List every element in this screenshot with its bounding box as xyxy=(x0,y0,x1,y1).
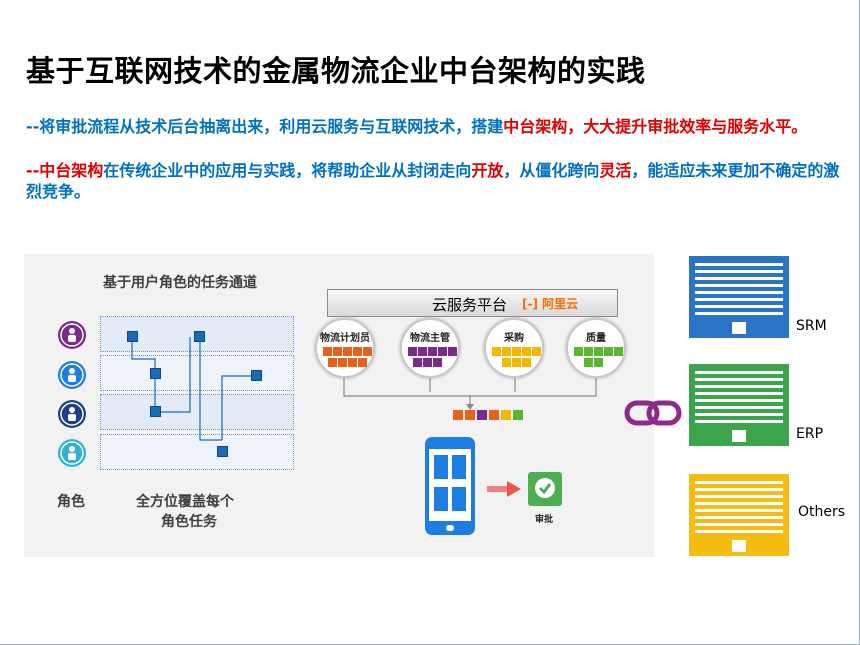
task-lane xyxy=(100,434,294,470)
approval-check-icon xyxy=(528,472,562,506)
department-label: 采购 xyxy=(504,333,524,344)
converge-arrows xyxy=(343,378,597,410)
department-quality: 质量 xyxy=(566,318,626,378)
user-icon xyxy=(58,439,86,467)
paragraph-1-highlight: 中台架构，大大提升审批效率与服务水平。 xyxy=(503,117,808,136)
paragraph-2: --中台架构在传统企业中的应用与实践，将帮助企业从封闭走向开放，从僵化跨向灵活，… xyxy=(26,160,846,202)
task-node xyxy=(150,406,161,417)
srm-label: SRM xyxy=(796,318,827,334)
task-node xyxy=(150,368,161,379)
department-label: 物流计划员 xyxy=(320,333,370,344)
task-node xyxy=(251,370,262,381)
task-block xyxy=(489,410,499,420)
paragraph-2-highlight-c: 开放 xyxy=(471,161,504,180)
erp-system-icon xyxy=(689,364,789,446)
task-flow-lines xyxy=(131,337,257,441)
department-procurement: 采购 xyxy=(484,318,544,378)
coverage-label-1: 全方位覆盖每个 xyxy=(136,494,234,510)
others-label: Others xyxy=(798,504,846,520)
department-logistics-planner: 物流计划员 xyxy=(315,318,375,378)
cloud-platform-label: 云服务平台 xyxy=(432,296,508,314)
cloud-platform-bar: 云服务平台 [-] 阿里云 xyxy=(327,289,618,317)
user-icon xyxy=(58,361,86,389)
task-node xyxy=(127,331,138,342)
coverage-label-2: 角色任务 xyxy=(161,514,217,530)
channel-title: 基于用户角色的任务通道 xyxy=(103,275,257,291)
aliyun-logo: [-] 阿里云 xyxy=(522,297,579,311)
task-block xyxy=(465,410,475,420)
paragraph-2-text-f: ，能适应未来更加不确定的激烈竞争。 xyxy=(26,161,840,201)
mobile-phone-icon xyxy=(425,437,475,535)
department-label: 物流主管 xyxy=(410,333,450,344)
others-system-icon xyxy=(689,474,789,556)
task-block xyxy=(477,410,487,420)
department-logistics-manager: 物流主管 xyxy=(400,318,460,378)
task-block xyxy=(453,410,463,420)
paragraph-2-text-b: 在传统企业中的应用与实践，将帮助企业从封闭走向 xyxy=(103,161,472,180)
arrow-right-icon xyxy=(487,481,521,497)
erp-label: ERP xyxy=(796,426,824,442)
approval-label: 审批 xyxy=(535,515,554,525)
chain-link-icon xyxy=(624,400,682,426)
task-block xyxy=(513,410,523,420)
slide-title: 基于互联网技术的金属物流企业中台架构的实践 xyxy=(26,54,646,88)
user-icon xyxy=(58,400,86,428)
task-node xyxy=(194,331,205,342)
paragraph-1-text: --将审批流程从技术后台抽离出来，利用云服务与互联网技术，搭建 xyxy=(26,117,504,136)
paragraph-2-highlight-a: --中台架构 xyxy=(26,161,104,180)
task-block xyxy=(501,410,511,420)
paragraph-1: --将审批流程从技术后台抽离出来，利用云服务与互联网技术，搭建中台架构，大大提升… xyxy=(26,116,846,137)
user-icon xyxy=(58,321,86,349)
task-node xyxy=(217,446,228,457)
paragraph-2-highlight-e: 灵活 xyxy=(599,161,632,180)
task-lane xyxy=(100,394,294,430)
paragraph-2-text-d: ，从僵化跨向 xyxy=(503,161,600,180)
department-label: 质量 xyxy=(586,333,606,344)
role-label: 角色 xyxy=(57,494,85,510)
srm-system-icon xyxy=(689,256,789,338)
